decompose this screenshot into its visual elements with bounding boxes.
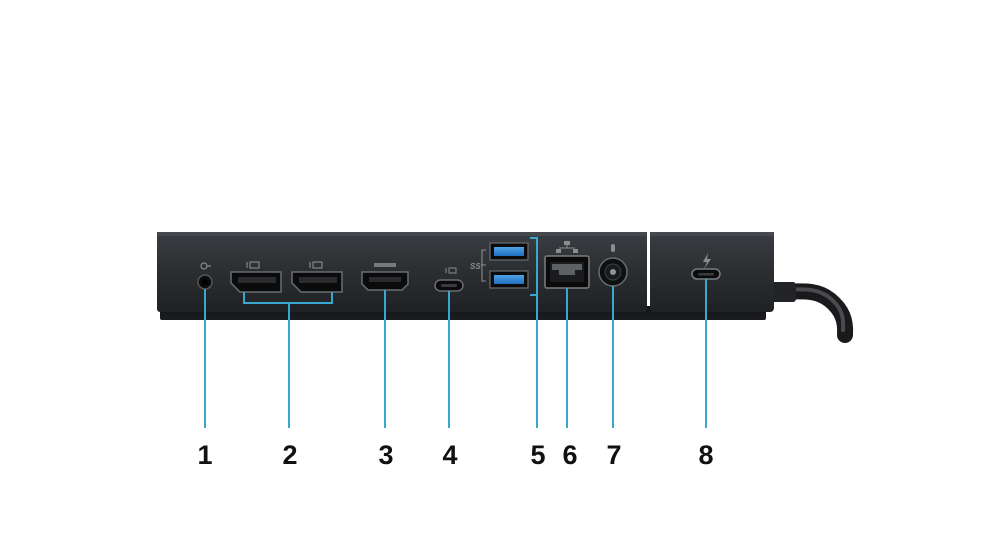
port-audio-jack <box>197 262 213 290</box>
dock-body-top-edge <box>157 232 647 236</box>
port-power <box>598 244 628 287</box>
port-usb-a-2 <box>489 270 529 289</box>
callout-4: 4 <box>442 440 458 470</box>
svg-text:SS: SS <box>470 262 481 271</box>
port-displayport-2 <box>291 261 343 293</box>
power-icon <box>611 244 615 252</box>
callout-3: 3 <box>378 440 394 470</box>
port-displayport-1 <box>230 261 282 293</box>
callout-5: 5 <box>530 440 546 470</box>
usb-ss-icon: SS <box>470 249 486 282</box>
headset-icon <box>200 262 211 270</box>
leader-5-bracket <box>530 237 538 296</box>
port-usb-a-1 <box>489 242 529 261</box>
displayport-icon <box>246 261 260 269</box>
port-ethernet <box>544 241 590 289</box>
cable-module-top-edge <box>650 232 774 236</box>
displayport-icon <box>309 261 323 269</box>
hdmi-icon <box>374 263 396 267</box>
cable-boot <box>768 282 796 302</box>
port-thunderbolt-usb-c <box>691 253 721 280</box>
port-hdmi <box>361 263 409 291</box>
callout-7: 7 <box>606 440 622 470</box>
callout-leaders <box>204 237 707 428</box>
callout-2: 2 <box>282 440 298 470</box>
displayport-icon <box>445 267 457 274</box>
callout-1: 1 <box>197 440 213 470</box>
network-icon <box>556 241 578 253</box>
thunderbolt-icon <box>703 253 711 269</box>
callout-8: 8 <box>698 440 714 470</box>
callout-6: 6 <box>562 440 578 470</box>
